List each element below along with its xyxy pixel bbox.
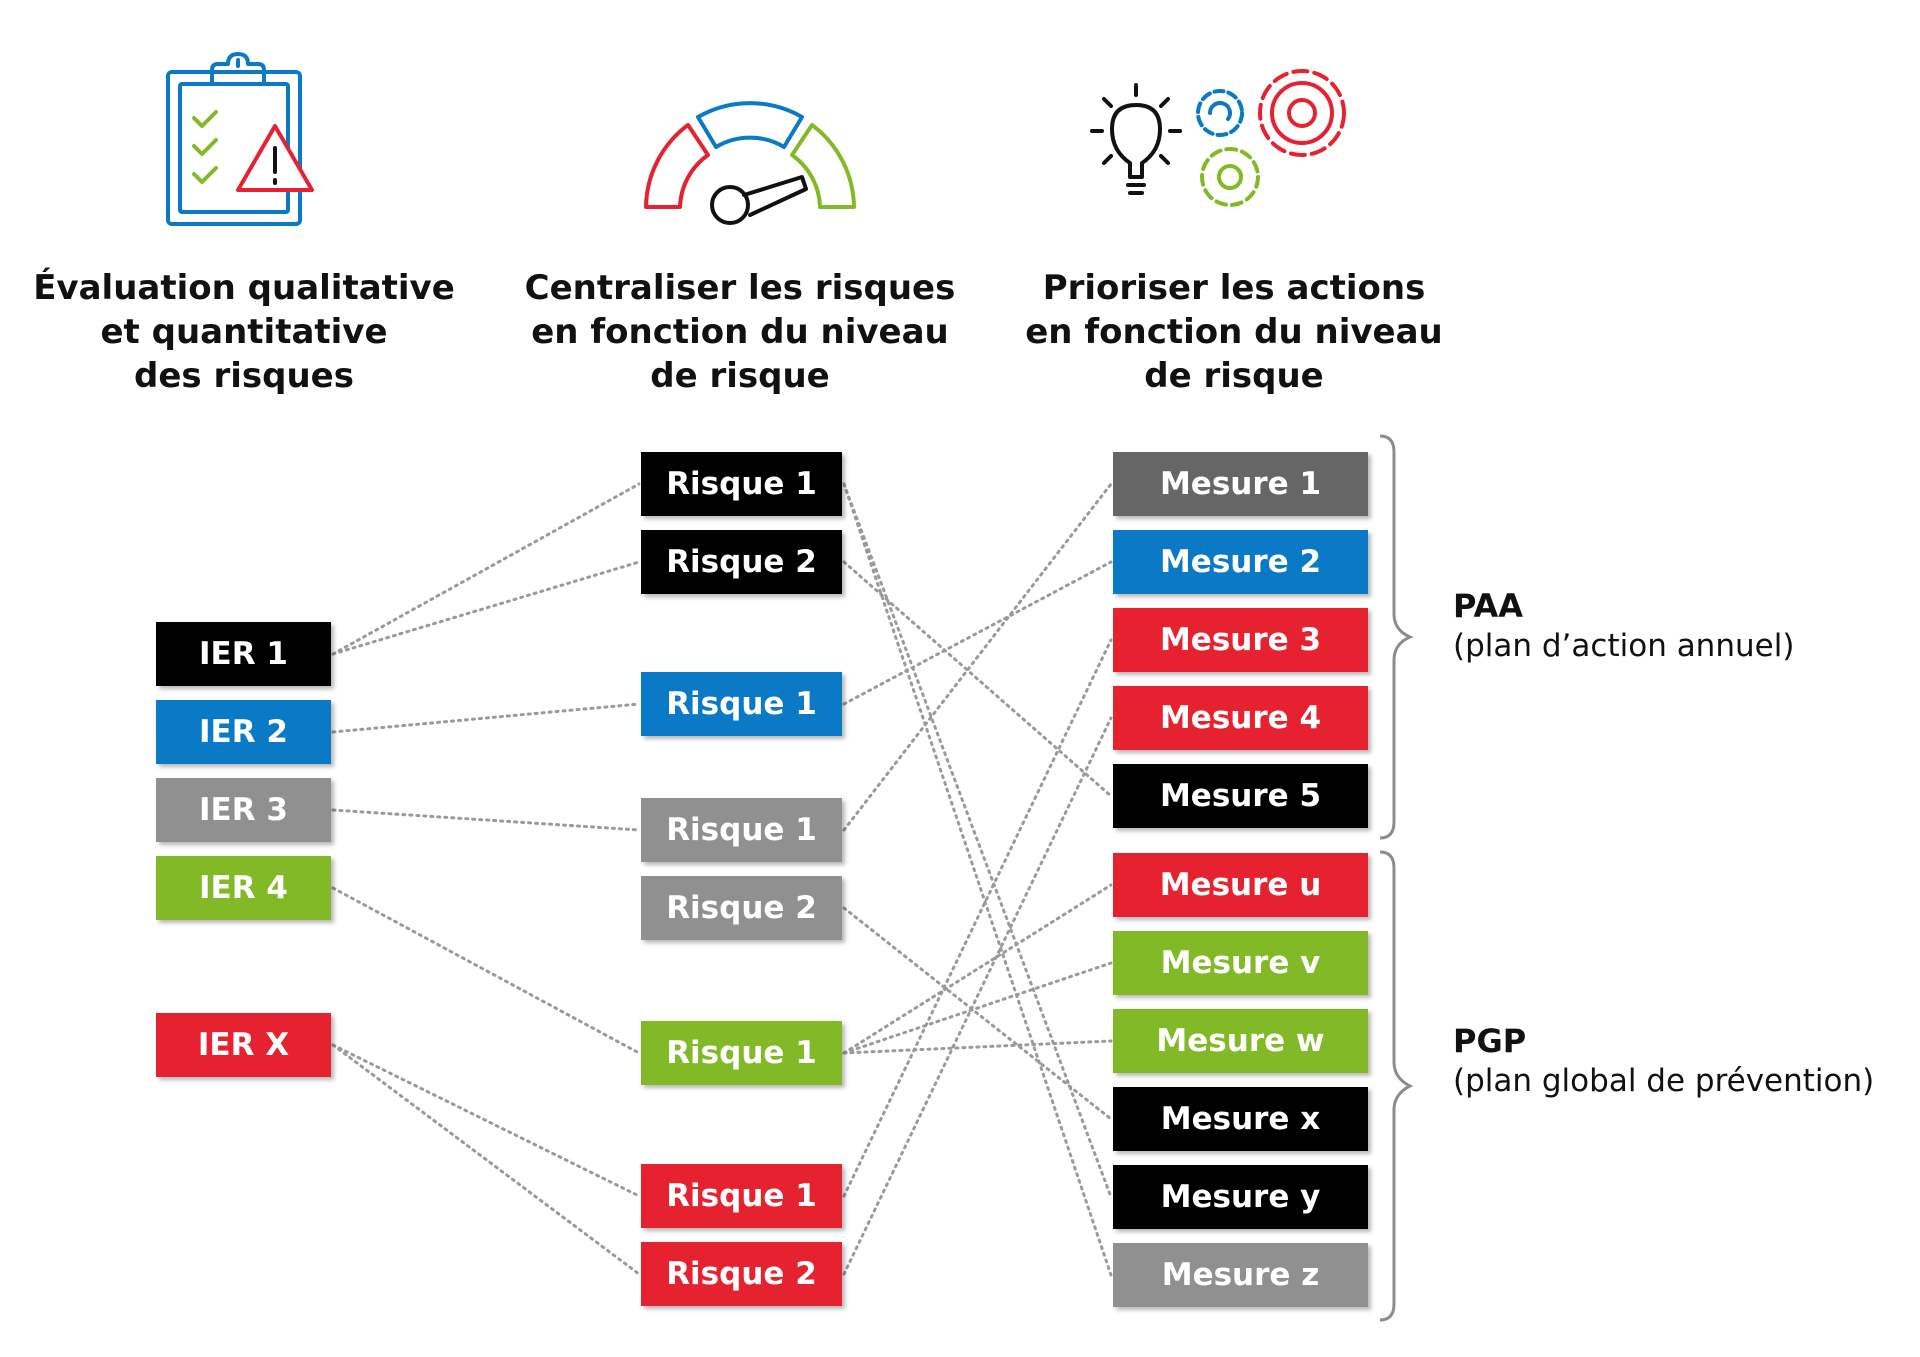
paa-subtitle: (plan d’action annuel) bbox=[1453, 628, 1795, 664]
mesure-box: Mesure 1 bbox=[1113, 452, 1368, 516]
mesure-label: Mesure 2 bbox=[1159, 544, 1322, 580]
mesure-box: Mesure w bbox=[1113, 1009, 1368, 1073]
pgp-brace bbox=[1379, 850, 1414, 1322]
link-ier4-r6 bbox=[331, 886, 641, 1055]
clipboard-warning-icon bbox=[166, 52, 314, 226]
risque-box: Risque 2 bbox=[641, 1242, 842, 1306]
mesure-label: Mesure v bbox=[1160, 945, 1321, 981]
ier-box: IER 2 bbox=[156, 700, 331, 764]
link-r7-m3 bbox=[842, 638, 1113, 1198]
heading-evaluation: Évaluation qualitative et quantitative d… bbox=[4, 266, 484, 398]
ier-box: IER 3 bbox=[156, 778, 331, 842]
risque-label: Risque 1 bbox=[666, 1035, 817, 1071]
ier-box: IER 1 bbox=[156, 622, 331, 686]
heading-line: Prioriser les actions bbox=[1042, 268, 1426, 308]
link-r3-m2 bbox=[842, 560, 1113, 706]
ier-box: IER X bbox=[156, 1013, 331, 1077]
mesure-label: Mesure x bbox=[1160, 1101, 1321, 1137]
mesure-label: Mesure 1 bbox=[1159, 466, 1322, 502]
link-r1-my bbox=[842, 482, 1113, 1199]
heading-line: des risques bbox=[134, 356, 354, 396]
heading-line: en fonction du niveau bbox=[1025, 312, 1443, 352]
mesure-box: Mesure 2 bbox=[1113, 530, 1368, 594]
link-r2-m5 bbox=[842, 560, 1113, 798]
lightbulb-gears-icon bbox=[1090, 69, 1346, 207]
mesure-box: Mesure 3 bbox=[1113, 608, 1368, 672]
paa-label: PAA (plan d’action annuel) bbox=[1453, 586, 1794, 666]
paa-title: PAA bbox=[1453, 587, 1524, 625]
link-r5-mx bbox=[842, 906, 1113, 1121]
mesure-box: Mesure y bbox=[1113, 1165, 1368, 1229]
mesure-box: Mesure x bbox=[1113, 1087, 1368, 1151]
mesure-box: Mesure u bbox=[1113, 853, 1368, 917]
link-r4-m1 bbox=[842, 482, 1113, 832]
mesure-box: Mesure 5 bbox=[1113, 764, 1368, 828]
risque-box: Risque 1 bbox=[641, 798, 842, 862]
risque-box: Risque 2 bbox=[641, 530, 842, 594]
risque-label: Risque 2 bbox=[666, 544, 817, 580]
link-ier1-r2 bbox=[331, 560, 641, 656]
pgp-subtitle: (plan global de prévention) bbox=[1453, 1063, 1875, 1099]
ier-label: IER 2 bbox=[199, 714, 288, 750]
risque-box: Risque 1 bbox=[641, 672, 842, 736]
paa-brace bbox=[1379, 434, 1414, 840]
link-ier1-r1 bbox=[331, 482, 641, 656]
link-ierx-r8 bbox=[331, 1043, 641, 1276]
mesure-label: Mesure y bbox=[1160, 1179, 1321, 1215]
heading-prioriser: Prioriser les actions en fonction du niv… bbox=[994, 266, 1474, 398]
mesure-box: Mesure 4 bbox=[1113, 686, 1368, 750]
risque-label: Risque 1 bbox=[666, 466, 817, 502]
heading-line: de risque bbox=[650, 356, 830, 396]
mesure-box: Mesure v bbox=[1113, 931, 1368, 995]
link-r6-mw bbox=[842, 1039, 1113, 1055]
ier-label: IER 4 bbox=[199, 870, 288, 906]
mesure-box: Mesure z bbox=[1113, 1243, 1368, 1307]
risque-box: Risque 1 bbox=[641, 1164, 842, 1228]
pgp-label: PGP (plan global de prévention) bbox=[1453, 1021, 1874, 1101]
ier-label: IER 1 bbox=[199, 636, 288, 672]
link-r6-mu bbox=[842, 883, 1113, 1055]
mesure-label: Mesure 5 bbox=[1159, 778, 1322, 814]
risque-label: Risque 1 bbox=[666, 1178, 817, 1214]
ier-label: IER X bbox=[197, 1027, 290, 1063]
mesure-label: Mesure z bbox=[1161, 1257, 1320, 1293]
heading-line: de risque bbox=[1144, 356, 1324, 396]
risque-label: Risque 2 bbox=[666, 1256, 817, 1292]
link-r1-mz bbox=[842, 482, 1113, 1277]
risque-box: Risque 2 bbox=[641, 876, 842, 940]
risque-label: Risque 1 bbox=[666, 686, 817, 722]
link-ier3-r4 bbox=[331, 808, 641, 832]
heading-line: Centraliser les risques bbox=[524, 268, 956, 308]
risque-label: Risque 1 bbox=[666, 812, 817, 848]
risque-box: Risque 1 bbox=[641, 1021, 842, 1085]
link-r6-mv bbox=[842, 961, 1113, 1055]
heading-line: Évaluation qualitative bbox=[33, 268, 455, 308]
heading-centraliser: Centraliser les risques en fonction du n… bbox=[500, 266, 980, 398]
mesure-label: Mesure w bbox=[1156, 1023, 1325, 1059]
mesure-label: Mesure 3 bbox=[1159, 622, 1322, 658]
link-ier2-r3 bbox=[331, 702, 641, 734]
risque-label: Risque 2 bbox=[666, 890, 817, 926]
gauge-icon bbox=[644, 101, 856, 225]
ier-box: IER 4 bbox=[156, 856, 331, 920]
link-ierx-r7 bbox=[331, 1043, 641, 1198]
pgp-title: PGP bbox=[1453, 1022, 1527, 1060]
heading-line: et quantitative bbox=[100, 312, 388, 352]
mesure-label: Mesure 4 bbox=[1159, 700, 1322, 736]
risque-box: Risque 1 bbox=[641, 452, 842, 516]
heading-line: en fonction du niveau bbox=[531, 312, 949, 352]
link-r8-m4 bbox=[842, 716, 1113, 1276]
mesure-label: Mesure u bbox=[1159, 867, 1322, 903]
ier-label: IER 3 bbox=[199, 792, 288, 828]
